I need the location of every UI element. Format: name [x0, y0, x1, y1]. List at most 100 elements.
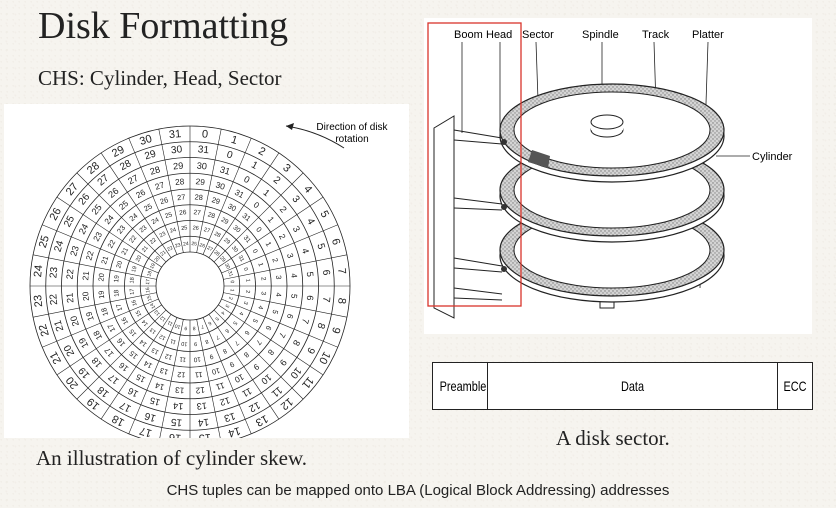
sector-number: 4 — [237, 310, 244, 316]
sector-number: 0 — [251, 248, 259, 255]
sector-number: 3 — [280, 162, 292, 175]
sector-number: 12 — [177, 370, 186, 380]
sector-number: 22 — [105, 238, 117, 250]
sector-number: 22 — [48, 293, 60, 306]
sector-number: 4 — [256, 305, 264, 311]
sector-number: 25 — [117, 198, 131, 212]
sector-number: 9 — [228, 360, 236, 370]
sector-number: 3 — [223, 303, 230, 308]
label-head: Head — [486, 29, 512, 41]
sector-number: 31 — [219, 164, 232, 177]
sector-number: 29 — [173, 160, 184, 171]
sector-number: 22 — [166, 245, 174, 253]
sector-number: 23 — [115, 223, 127, 235]
sector-divider — [221, 224, 338, 274]
sector-number: 3 — [274, 275, 283, 280]
sector-number: 7 — [300, 317, 311, 325]
sector-divider — [213, 172, 304, 263]
sector-number: 21 — [80, 270, 91, 281]
sector-number: 7 — [320, 296, 332, 303]
sector-number: 23 — [174, 242, 181, 249]
sector-number: 2 — [277, 232, 288, 241]
sector-number: 28 — [207, 211, 216, 220]
sector-number: 0 — [201, 128, 208, 141]
sector-divider — [221, 298, 338, 348]
sector-number: 11 — [170, 337, 177, 344]
sector-number: 15 — [127, 349, 139, 361]
sector-number: 18 — [99, 307, 110, 317]
sector-number: 18 — [129, 277, 136, 284]
sector-number: 6 — [320, 269, 332, 276]
sector-number: 5 — [289, 293, 299, 299]
sector-number: 4 — [219, 310, 226, 316]
sector-number: 11 — [194, 370, 203, 380]
sector-number: 9 — [304, 345, 317, 355]
sector-number: 23 — [138, 224, 148, 234]
sector-number: 6 — [264, 324, 274, 332]
sector-number: 16 — [116, 360, 130, 374]
sector-divider — [128, 138, 178, 255]
sector-number: 19 — [113, 275, 121, 283]
sector-number: 23 — [159, 231, 167, 239]
sector-number: 5 — [231, 320, 238, 326]
right-caption: A disk sector. — [556, 426, 670, 450]
sector-number: 8 — [242, 350, 251, 360]
sector-number: 23 — [68, 245, 81, 258]
sector-number: 17 — [118, 399, 133, 414]
sector-number: 31 — [233, 187, 246, 200]
sector-number: 30 — [232, 224, 242, 234]
sector-number: 8 — [291, 338, 302, 347]
sector-number: 5 — [317, 209, 330, 220]
sector-number: 30 — [223, 262, 231, 270]
sector-number: 26 — [134, 187, 147, 200]
sector-number: 1 — [261, 187, 271, 198]
sector-number: 14 — [197, 416, 210, 428]
rotation-arrow-head — [286, 123, 294, 130]
sector-number: 5 — [314, 242, 326, 251]
sector-number: 27 — [126, 173, 140, 187]
sector-number: 12 — [219, 395, 232, 408]
sector-number: 19 — [85, 395, 102, 412]
sector-divider — [100, 152, 172, 258]
sector-number: 23 — [48, 266, 60, 279]
sector-divider — [158, 319, 184, 443]
sector-number: 5 — [305, 271, 315, 277]
sector-number: 10 — [259, 372, 273, 386]
sector-number: 18 — [113, 289, 121, 297]
sector-divider — [33, 254, 157, 280]
sector-number: 18 — [91, 329, 104, 342]
sector-number: 1 — [229, 134, 238, 147]
sector-number: 14 — [142, 359, 154, 371]
heads — [501, 139, 507, 272]
sector-number: 21 — [65, 292, 76, 303]
sector-number: 1 — [229, 288, 235, 292]
sector-number: 17 — [145, 279, 152, 285]
sector-number: 10 — [211, 366, 221, 377]
sector-number: 21 — [99, 255, 110, 265]
sector-number: 21 — [159, 249, 167, 257]
sector-number: 5 — [251, 317, 259, 324]
sector-number: 15 — [128, 327, 138, 337]
rotation-label-line2: rotation — [335, 134, 368, 145]
sector-number: 26 — [192, 225, 199, 232]
sector-number: 18 — [90, 355, 104, 369]
sector-number: 2 — [256, 145, 267, 158]
sector-number: 25 — [181, 225, 188, 232]
sector-number: 30 — [226, 201, 238, 213]
sector-number: 20 — [96, 273, 106, 282]
sector-number: 16 — [115, 336, 127, 348]
sector-number: 30 — [196, 160, 207, 171]
head-boom-highlight — [427, 22, 522, 307]
sector-divider — [33, 292, 157, 318]
sector-number: 3 — [259, 291, 266, 296]
sector-number: 6 — [223, 327, 229, 334]
sector-number: 1 — [266, 214, 277, 224]
sector-number: 27 — [206, 245, 214, 253]
sector-number: 22 — [64, 269, 75, 280]
sector-divider — [56, 304, 162, 376]
sector-number: 2 — [227, 296, 234, 301]
sector-number: 11 — [240, 386, 253, 399]
sector-number: 13 — [222, 410, 236, 424]
sector-number: 6 — [243, 329, 251, 337]
sector-number: 15 — [170, 416, 183, 428]
